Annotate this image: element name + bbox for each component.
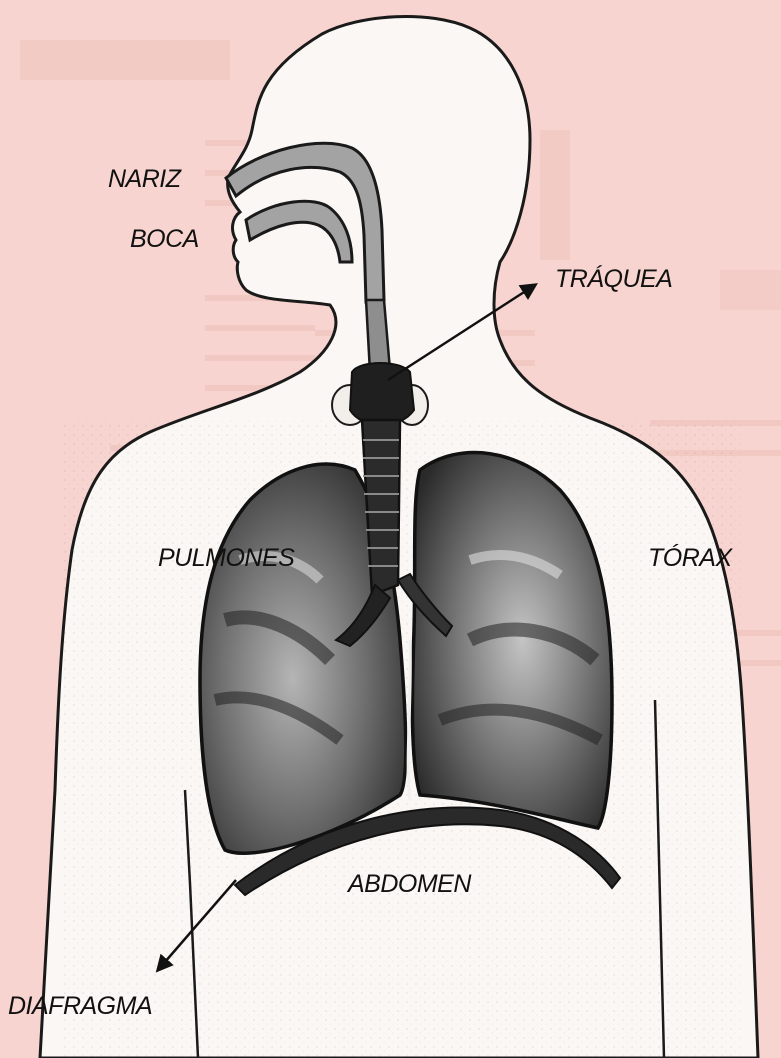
label-torax: TÓRAX <box>648 543 733 572</box>
label-abdomen: ABDOMEN <box>346 870 472 898</box>
label-pulmones: PULMONES <box>158 544 295 572</box>
label-diafragma: DIAFRAGMA <box>8 992 152 1020</box>
label-nariz: NARIZ <box>108 165 182 193</box>
label-traquea: TRÁQUEA <box>555 264 672 293</box>
label-boca: BOCA <box>130 225 199 253</box>
